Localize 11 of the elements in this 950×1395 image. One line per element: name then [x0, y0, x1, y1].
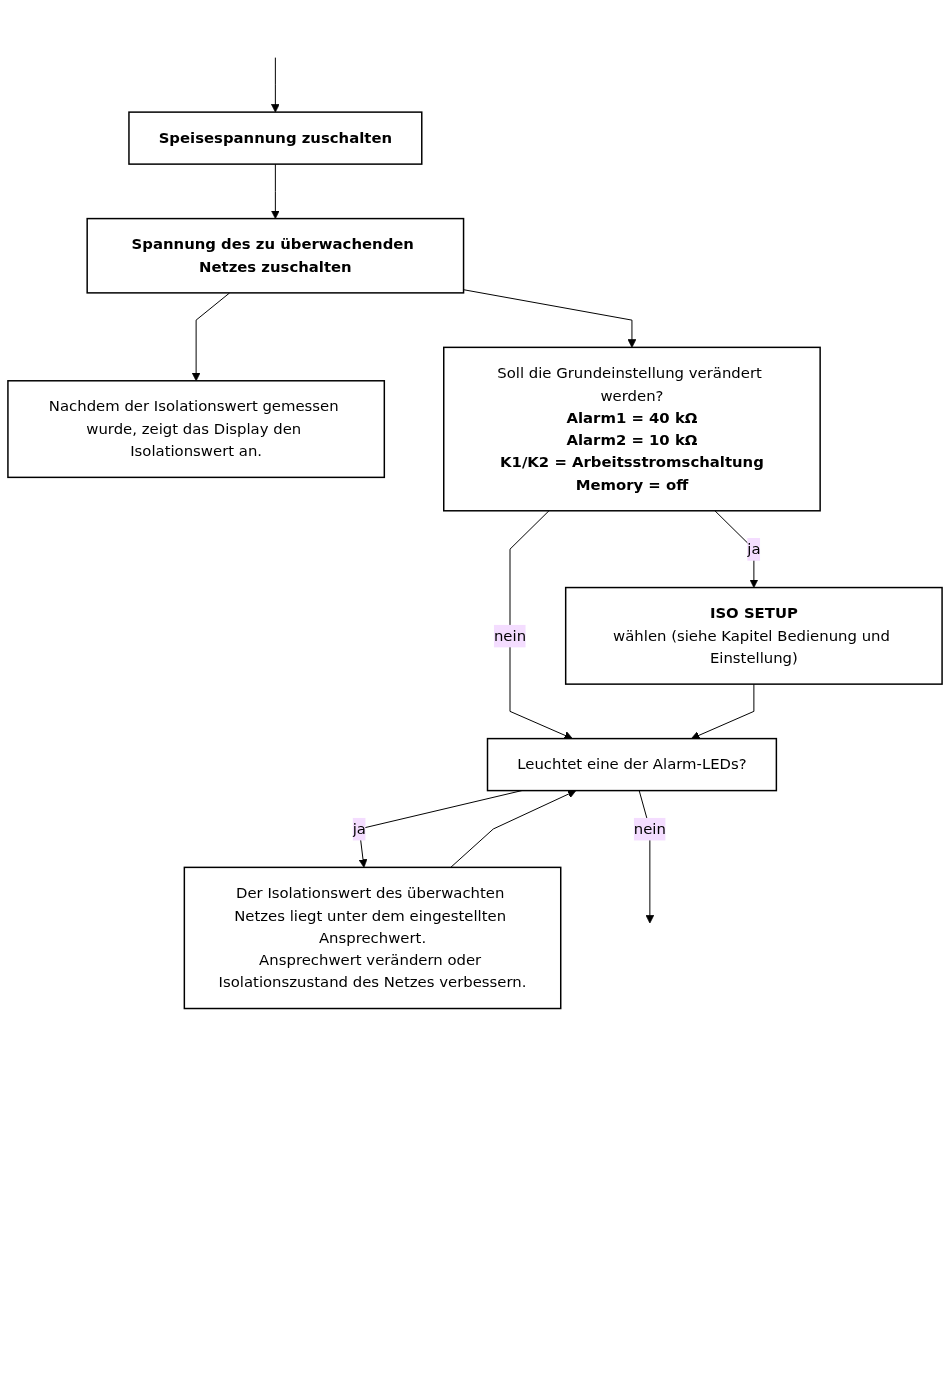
node-box: Soll die Grundeinstellung verändert werden? Alarm1 = 40 kΩ Alarm2 = 10 kΩ K1/K2 = Arbeitsstromschaltung Memory = off [443, 346, 821, 512]
edge-label: nein [493, 626, 527, 645]
node-box: Nachdem der Isolationswert gemessen wurde, zeigt das Display den Isolationswert an. [7, 380, 386, 479]
node-box: ISO SETUP wählen (siehe Kapitel Bedienung und Einstellung) [564, 586, 943, 685]
node-box: Leuchtet eine der Alarm-LEDs? [486, 737, 778, 792]
edge-label: nein [633, 819, 666, 838]
edge-label: ja [352, 819, 366, 838]
node-box: Spannung des zu überwachenden Netzes zuschalten [86, 217, 465, 294]
node-box: Speisespannung zuschalten [128, 111, 423, 165]
edge-label: ja [747, 540, 761, 558]
node-box: Der Isolationswert des überwachten Netzes liegt unter dem eingestellten Ansprechwert. Ansprechwert verändern oder Isolationszustand des Netzes verbessern. [183, 866, 562, 1010]
